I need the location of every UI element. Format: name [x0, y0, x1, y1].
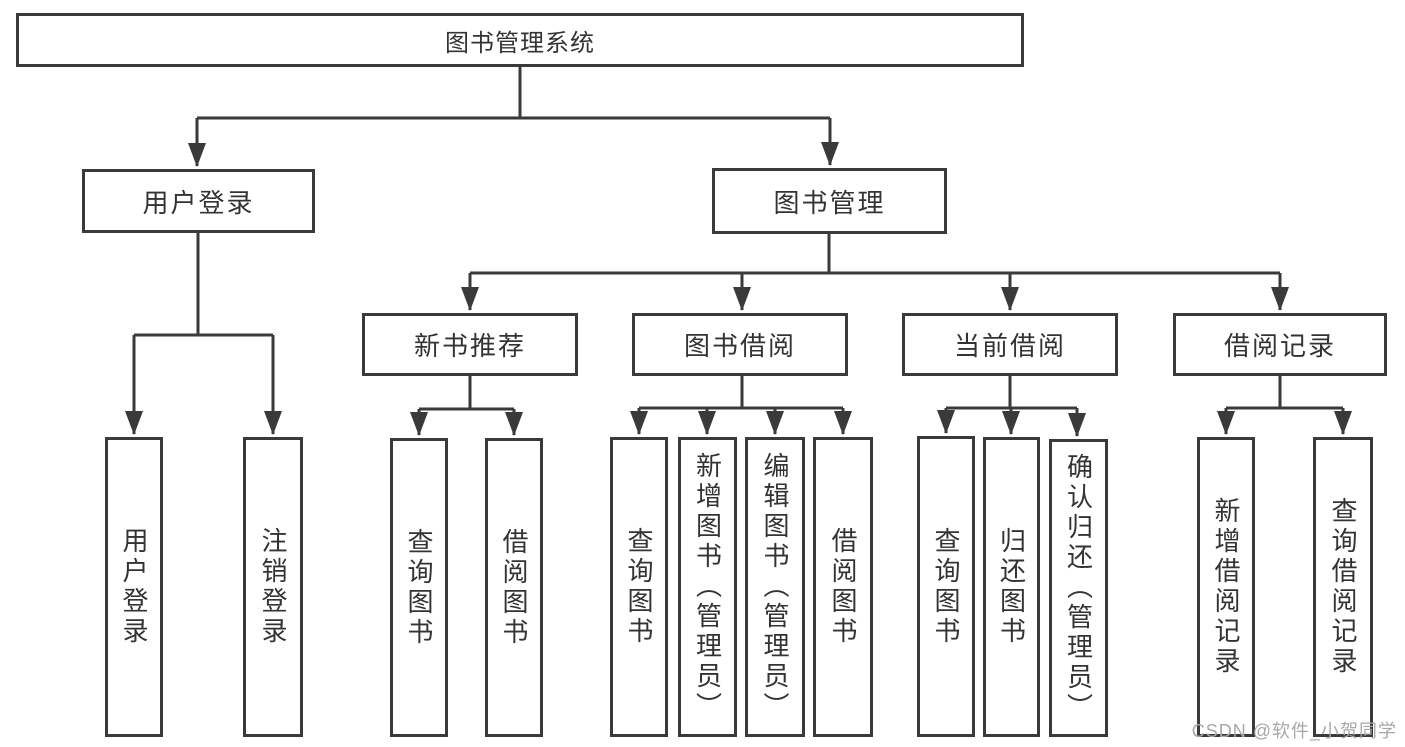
leaf-label: 归还图书	[996, 527, 1027, 647]
node-root: 图书管理系统	[16, 13, 1024, 67]
leaf-label: 借阅图书	[828, 527, 858, 647]
leaf-label: 查询图书	[931, 526, 961, 647]
leaf-label: 借阅图书	[499, 527, 529, 648]
node-leaf-return-book: 归还图书	[983, 437, 1040, 737]
leaf-label: 查询借阅记录	[1328, 497, 1358, 677]
node-leaf-logout: 注销登录	[243, 437, 303, 737]
node-book-borrow: 图书借阅	[632, 313, 848, 376]
node-book-mgmt: 图书管理	[712, 168, 947, 234]
leaf-label: 新增图书（管理员）	[692, 452, 723, 722]
node-leaf-query-book-2: 查询图书	[610, 437, 668, 737]
leaf-label: 用户登录	[119, 527, 149, 647]
leaf-label: 查询图书	[624, 527, 654, 647]
csdn-watermark: CSDN @软件_小贺同学	[1191, 721, 1397, 741]
node-leaf-borrow-book-2: 借阅图书	[813, 437, 873, 737]
leaf-label: 编辑图书（管理员）	[760, 452, 790, 722]
node-leaf-confirm-return: 确认归还（管理员）	[1049, 439, 1108, 737]
node-user-login: 用户登录	[82, 169, 315, 233]
leaf-label: 查询图书	[404, 527, 434, 648]
leaf-label: 新增借阅记录	[1211, 497, 1241, 677]
node-leaf-add-record: 新增借阅记录	[1197, 437, 1255, 737]
node-leaf-user-login: 用户登录	[105, 437, 163, 737]
leaf-label: 确认归还（管理员）	[1063, 453, 1094, 723]
node-leaf-add-book: 新增图书（管理员）	[678, 437, 737, 737]
node-new-book-rec: 新书推荐	[362, 313, 578, 376]
node-borrow-record: 借阅记录	[1173, 313, 1387, 376]
node-leaf-query-book-1: 查询图书	[390, 438, 448, 737]
node-leaf-query-record: 查询借阅记录	[1313, 437, 1373, 737]
node-leaf-borrow-book-1: 借阅图书	[485, 438, 543, 737]
node-leaf-query-book-3: 查询图书	[917, 436, 975, 737]
node-current-borrow: 当前借阅	[902, 313, 1118, 376]
node-leaf-edit-book: 编辑图书（管理员）	[745, 437, 805, 737]
leaf-label: 注销登录	[258, 527, 288, 647]
